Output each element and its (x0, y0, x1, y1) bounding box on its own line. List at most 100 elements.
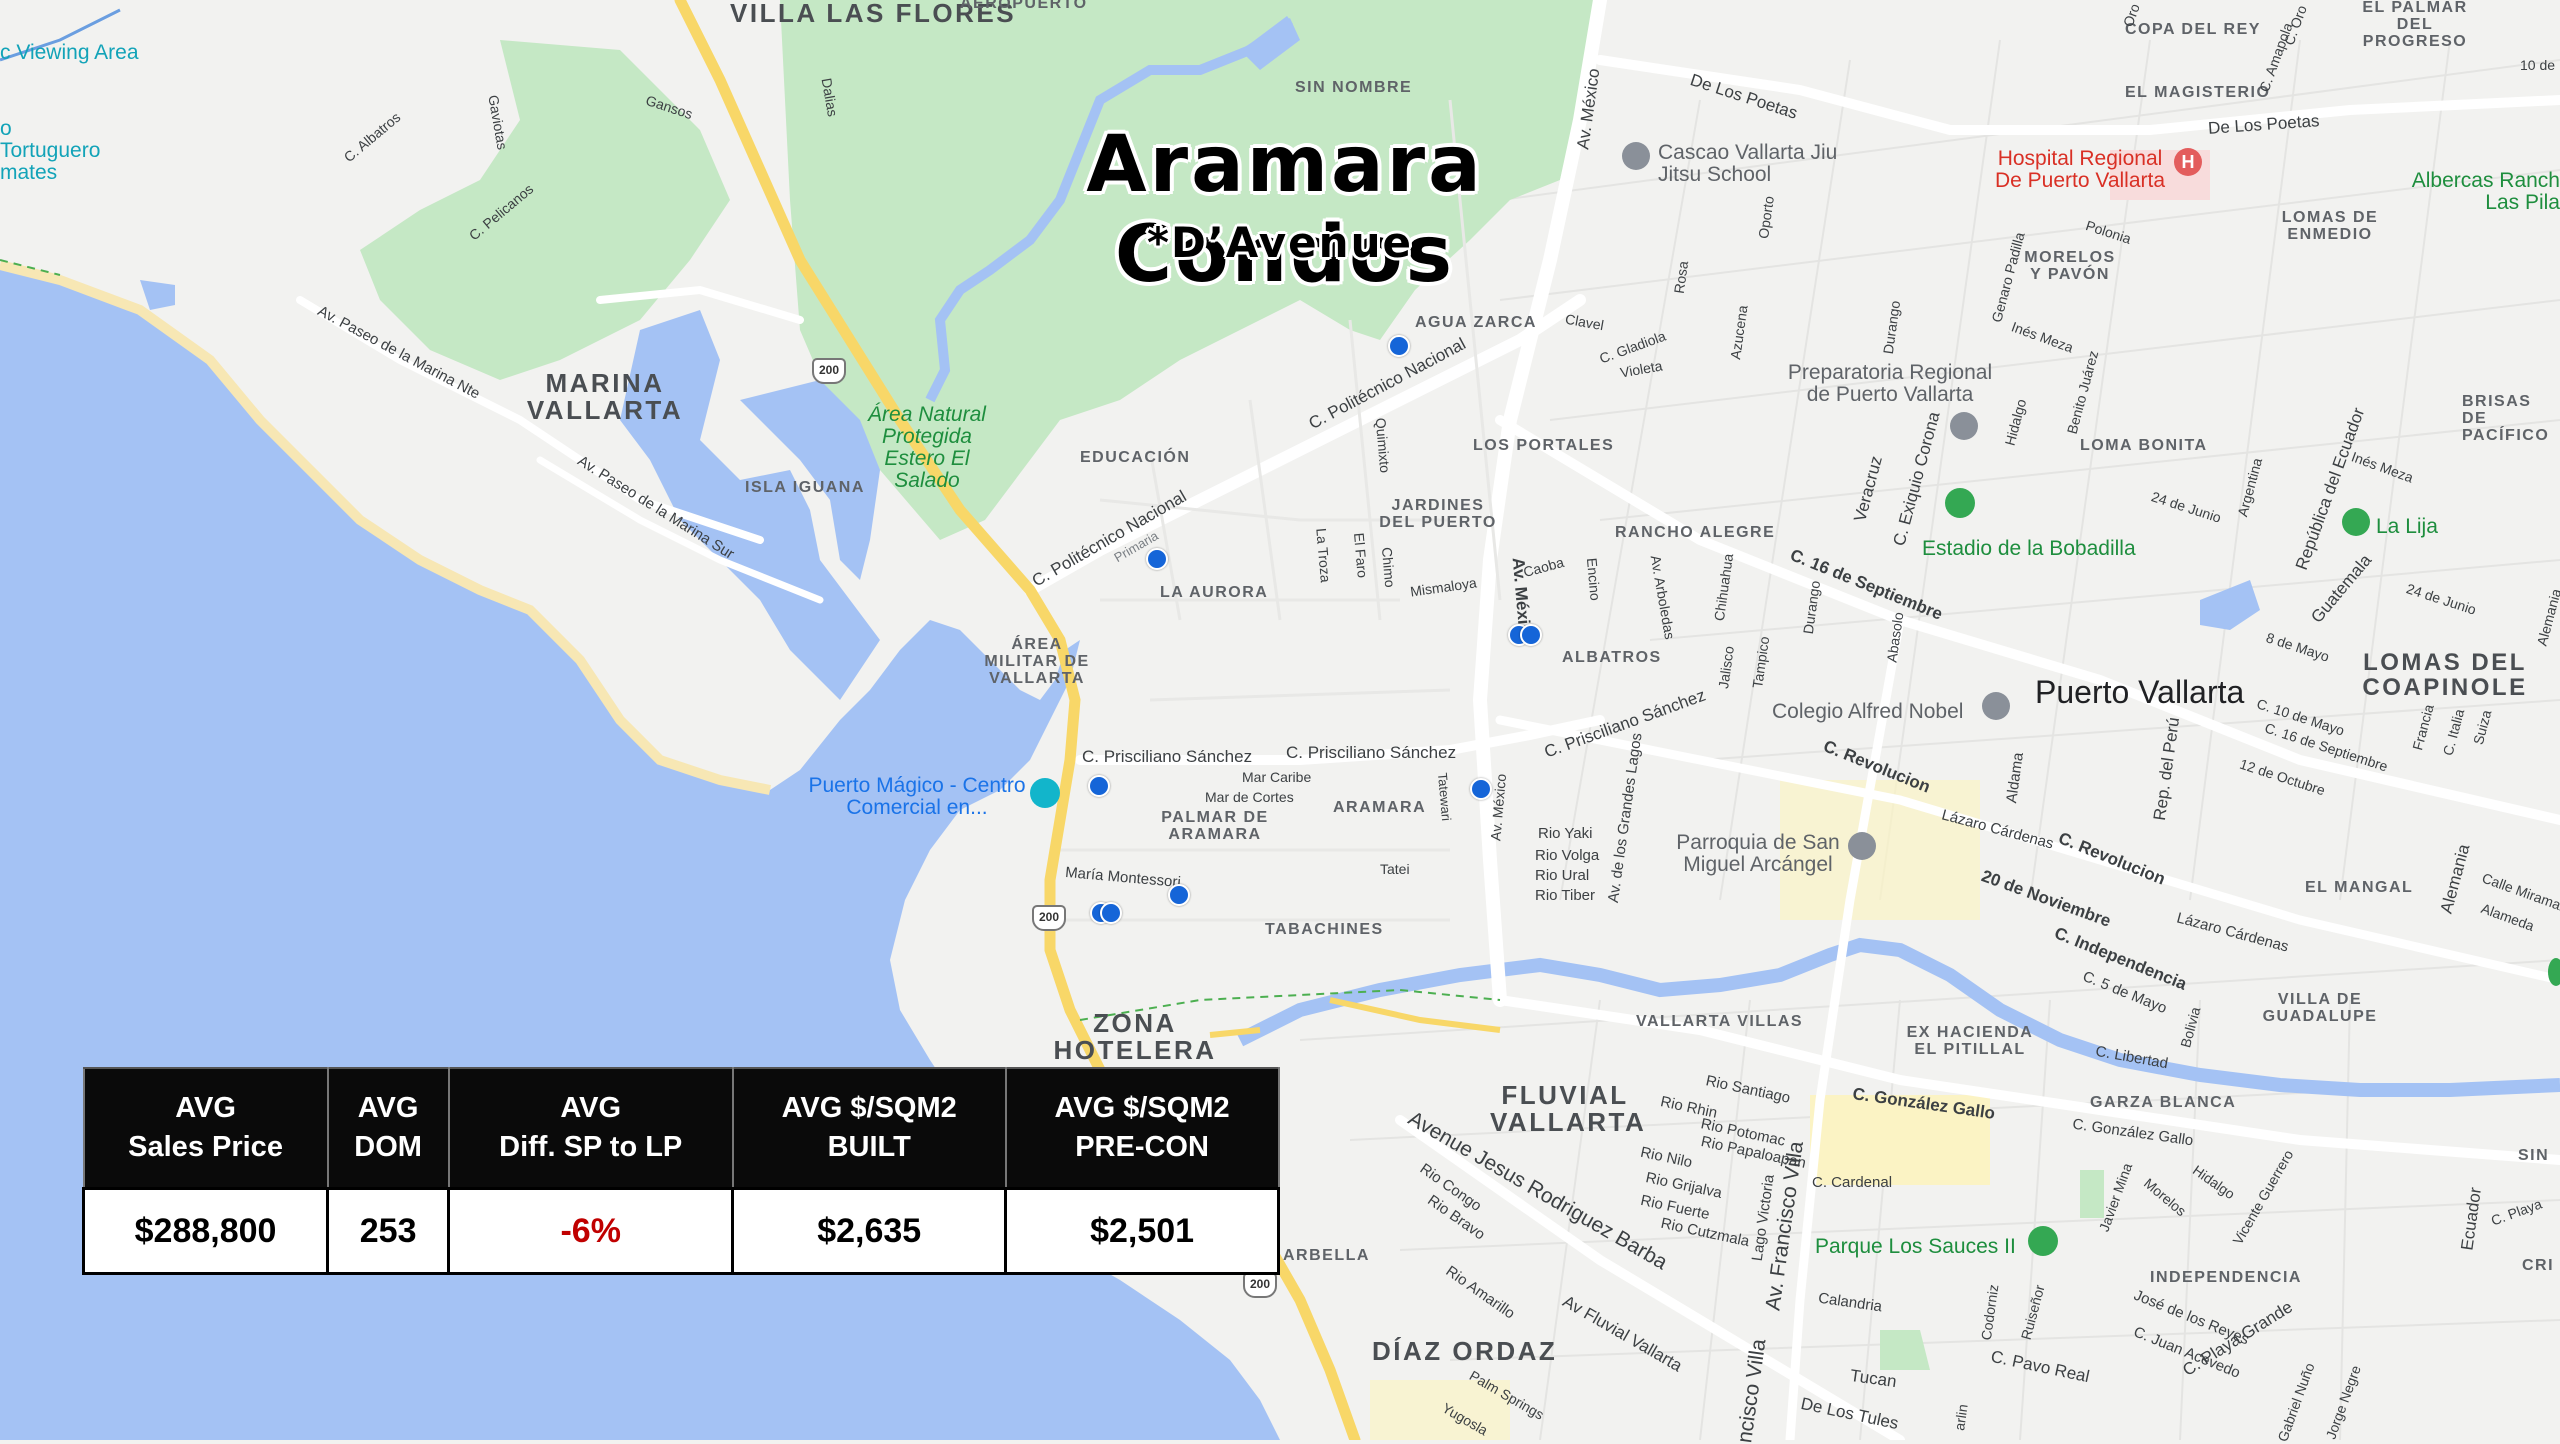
street-rio-ural: Rio Ural (1535, 867, 1590, 884)
jiu-jitsu-pin-icon[interactable] (1622, 142, 1650, 170)
street-10-de: 10 de (2520, 57, 2556, 73)
label-lomas-de-enmedio: LOMAS DE ENMEDIO (2281, 209, 2379, 243)
street-c-cardenal: C. Cardenal (1812, 1174, 1893, 1191)
street-tatewari: Tatewari (1434, 772, 1455, 822)
label-brisas-del-pacifico: BRISAS DE PACÍFICO (2462, 393, 2550, 444)
stadium-pin-icon[interactable] (1945, 488, 1975, 518)
hospital-icon[interactable]: H (2174, 148, 2202, 176)
street-el-faro: El Faro (1350, 532, 1371, 579)
label-el-mangal: EL MANGAL (2305, 879, 2414, 896)
estuary-channel (925, 16, 1293, 403)
label-lomas-del-coapinole: LOMAS DEL COAPINOLE (2362, 649, 2528, 702)
label-estadio[interactable]: Estadio de la Bobadilla (1922, 537, 2136, 560)
park-pin-icon[interactable] (2028, 1226, 2058, 1256)
label-marina-vallarta: MARINA VALLARTA (526, 368, 684, 426)
value-avg-sqm-built: $2,635 (731, 1187, 1008, 1275)
label-agua-zarca: AGUA ZARCA (1415, 314, 1537, 331)
label-cascao[interactable]: Cascao Vallarta Jiu Jitsu School (1658, 141, 1838, 187)
listing-dot[interactable] (1470, 778, 1492, 800)
street-chimo: Chimo (1378, 546, 1399, 589)
street-prisciliano-1: C. Prisciliano Sánchez (1082, 747, 1253, 766)
highway-200-shield-2: 200 (1032, 905, 1066, 931)
label-tabachines: TABACHINES (1265, 921, 1384, 938)
label-viewing-area: c Viewing Area (0, 41, 139, 64)
label-villa-las-flores: VILLA LAS FLORES (730, 0, 1017, 28)
page-subtitle: *D’Avenue (1147, 218, 1413, 267)
street-prisciliano-2: C. Prisciliano Sánchez (1286, 743, 1457, 762)
school-pin-icon[interactable] (1950, 412, 1978, 440)
label-rancho-alegre: RANCHO ALEGRE (1615, 524, 1776, 541)
label-sin-nombre: SIN NOMBRE (1295, 79, 1413, 96)
centro-yellow-zone (1780, 780, 1980, 920)
shopping-pin-icon[interactable] (1030, 778, 1060, 808)
label-cri: CRI (2522, 1257, 2555, 1274)
label-sin: SIN (2518, 1147, 2550, 1164)
label-puerto-vallarta: Puerto Vallarta (2035, 674, 2245, 710)
label-tortuguero: o Tortuguero mates (0, 117, 101, 185)
colegio-pin-icon[interactable] (1982, 692, 2010, 720)
label-educacion: EDUCACIÓN (1080, 449, 1191, 466)
label-isla-iguana: ISLA IGUANA (745, 479, 865, 496)
street-mar-caribe: Mar Caribe (1242, 769, 1312, 785)
label-albercas[interactable]: Albercas Ranch Las Pila (2411, 169, 2560, 215)
listing-dot[interactable] (1520, 624, 1542, 646)
label-el-palmar: EL PALMAR DEL PROGRESO (2362, 0, 2468, 50)
listing-dot[interactable] (1388, 335, 1410, 357)
edge-park-pin-icon[interactable] (2548, 958, 2560, 986)
label-albatros: ALBATROS (1562, 649, 1662, 666)
label-el-magisterio: EL MAGISTERIO (2125, 84, 2271, 101)
value-avg-dom: 253 (326, 1187, 451, 1275)
label-arbella: ARBELLA (1283, 1247, 1370, 1264)
label-la-lija[interactable]: La Lija (2376, 515, 2438, 538)
church-pin-icon[interactable] (1848, 832, 1876, 860)
river-pitillal (1236, 937, 2560, 1097)
label-aeropuerto: AEROPUERTO (960, 0, 1088, 12)
estero-el-salado-park (780, 0, 1600, 540)
marina-water (620, 310, 880, 700)
street-mar-de-cortes: Mar de Cortes (1205, 789, 1294, 805)
label-area-natural: Área Natural Protegida Estero El Salado (868, 403, 986, 493)
label-la-aurora: LA AURORA (1160, 584, 1269, 601)
page-title: Aramara Condos (1086, 120, 1484, 300)
label-hospital[interactable]: Hospital Regional De Puerto Vallarta (1994, 147, 2166, 193)
yellow-zone (1810, 1095, 1990, 1185)
small-park-2 (1880, 1330, 1930, 1370)
label-copa-del-rey: COPA DEL REY (2125, 21, 2261, 38)
label-villa-de-guadalupe: VILLA DE GUADALUPE (2262, 991, 2378, 1025)
street-rio-yaki: Rio Yaki (1538, 825, 1593, 842)
value-avg-sales-price: $288,800 (81, 1187, 330, 1275)
listing-dot[interactable] (1168, 884, 1190, 906)
label-ex-hacienda: EX HACIENDA EL PITILLAL (1906, 1024, 2034, 1058)
listing-dot[interactable] (1146, 548, 1168, 570)
value-avg-diff: -6% (447, 1187, 735, 1275)
label-diaz-ordaz: DÍAZ ORDAZ (1372, 1336, 1558, 1366)
street-rio-tiber: Rio Tiber (1535, 887, 1596, 904)
label-parque-los-sauces[interactable]: Parque Los Sauces II (1815, 1235, 2016, 1258)
stats-value-row: $288,800 253 -6% $2,635 $2,501 (81, 1187, 1280, 1275)
label-jardines-del-puerto: JARDINES DEL PUERTO (1379, 497, 1497, 531)
label-preparatoria[interactable]: Preparatoria Regional de Puerto Vallarta (1787, 361, 1993, 407)
highway-200-shield-3: 200 (1243, 1272, 1277, 1298)
la-lija-pin-icon[interactable] (2342, 508, 2370, 536)
label-palmar-de-aramara: PALMAR DE ARAMARA (1161, 809, 1269, 843)
highway-200-shield: 200 (812, 358, 846, 384)
street-encino: Encino (1583, 557, 1604, 602)
label-colegio[interactable]: Colegio Alfred Nobel (1772, 700, 1964, 723)
value-avg-sqm-precon: $2,501 (1004, 1187, 1280, 1275)
listing-dot[interactable] (1100, 902, 1122, 924)
label-fluvial-vallarta: FLUVIAL VALLARTA (1490, 1080, 1647, 1138)
label-puerto-magico[interactable]: Puerto Mágico - Centro Comercial en... (808, 774, 1026, 820)
diaz-ordaz-yellow-zone (1370, 1380, 1510, 1440)
listing-dot[interactable] (1088, 775, 1110, 797)
label-area-militar: ÁREA MILITAR DE VALLARTA (984, 636, 1090, 687)
label-garza-blanca: GARZA BLANCA (2090, 1094, 2237, 1111)
label-parroquia[interactable]: Parroquia de San Miguel Arcángel (1676, 831, 1840, 877)
label-morelos-y-pavon: MORELOS Y PAVÓN (2024, 249, 2116, 283)
